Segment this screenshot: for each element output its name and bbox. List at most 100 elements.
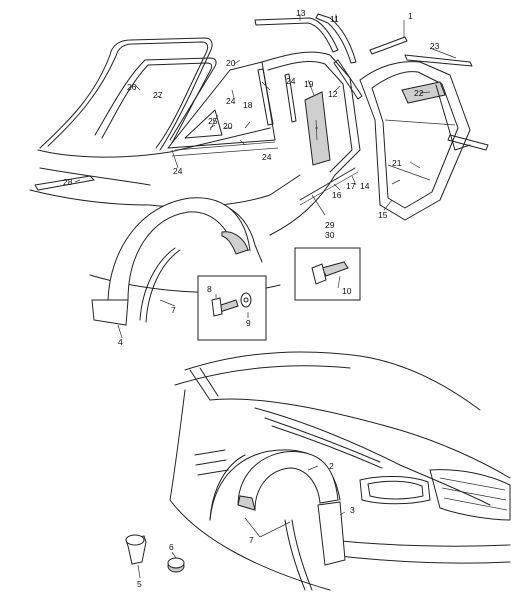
callout-15: 15	[378, 210, 388, 220]
front-arch-trim-7a	[209, 454, 246, 521]
front-arch-trim-7c	[291, 519, 313, 591]
body-side-lower	[29, 189, 151, 206]
door-trim-21	[387, 164, 431, 181]
front-arch-trim-7b	[284, 519, 306, 591]
b-post-panel	[304, 91, 331, 166]
callout-7-upper: 7	[171, 305, 176, 315]
b-post-detail	[315, 119, 318, 141]
tail-trim-28	[34, 175, 95, 191]
door-waist-trim	[384, 119, 456, 126]
rear-screen-trim-27	[101, 62, 213, 144]
a-pillar	[189, 367, 219, 401]
quarter-trim-24	[171, 147, 279, 157]
callout-5: 5	[137, 579, 142, 589]
screw-10-head	[311, 263, 327, 285]
callout-24-c: 24	[262, 152, 272, 162]
door-frame-outer	[359, 61, 471, 221]
door-drip-trim	[447, 134, 489, 151]
callout-17: 17	[346, 181, 356, 191]
rear-deck-line	[37, 127, 271, 158]
callout-4: 4	[118, 337, 123, 347]
callout-12: 12	[328, 89, 338, 99]
roof-outline-inner	[47, 41, 209, 149]
front-arch-liner-2	[237, 451, 339, 511]
door-aperture	[261, 51, 361, 236]
roof-trim-11	[315, 13, 357, 64]
callout-19: 19	[304, 79, 314, 89]
front-bumper	[329, 539, 511, 564]
door-window-channel	[435, 84, 471, 151]
bonnet-vent	[264, 417, 381, 463]
callout-20-lower: 20	[223, 121, 233, 131]
callout-labels: 1 2 3 4 5 6 7 7 8 9 10 11 12 13 14 15 16…	[63, 8, 440, 589]
callout-25: 25	[208, 116, 218, 126]
callout-24-a: 24	[226, 96, 236, 106]
callout-27: 27	[153, 90, 163, 100]
pillar-trim-19	[284, 73, 297, 123]
callout-1: 1	[408, 11, 413, 21]
windscreen-line-2	[174, 365, 351, 386]
callout-7-lower: 7	[249, 535, 254, 545]
callout-13: 13	[296, 8, 306, 18]
callout-23: 23	[430, 41, 440, 51]
headlamp-inner	[367, 480, 424, 500]
screw-8-head	[211, 297, 223, 317]
pillar-trim-18	[257, 68, 274, 126]
arch-trim-7-upper	[139, 247, 176, 321]
front-body-side	[169, 389, 186, 501]
box-10-leader	[337, 275, 341, 289]
bonnet-outline	[209, 398, 511, 479]
bonnet-centre	[254, 407, 491, 506]
callout-24-d: 24	[173, 166, 183, 176]
callout-6: 6	[169, 542, 174, 552]
quarter-trim-20	[174, 141, 276, 151]
washer-9-hole	[243, 297, 249, 303]
callout-8: 8	[207, 284, 212, 294]
door-outer-trim-23	[404, 54, 473, 67]
lower-sill	[169, 499, 331, 591]
callout-30: 30	[325, 230, 335, 240]
sill-trim	[299, 167, 356, 201]
arch-trim-7-upper-b	[145, 249, 181, 323]
callout-26: 26	[127, 82, 137, 92]
headlamp	[359, 475, 431, 505]
clip-5-head	[125, 534, 145, 546]
arch-liner-4	[107, 197, 251, 301]
door-frame-inner	[371, 71, 459, 209]
door-aperture-inner	[267, 61, 353, 173]
box-8-9-leaders	[215, 294, 249, 318]
callout-10: 10	[342, 286, 352, 296]
callout-29: 29	[325, 220, 335, 230]
wing-vents	[194, 449, 229, 476]
callout-2: 2	[329, 461, 334, 471]
roof-outline	[39, 37, 213, 151]
windscreen-line	[184, 351, 481, 411]
callout-3: 3	[350, 505, 355, 515]
callout-14: 14	[360, 181, 370, 191]
roof-trim-13	[254, 17, 339, 53]
rear-body-assembly	[29, 13, 489, 339]
rear-screen-trim-26	[94, 57, 217, 141]
front-arch-liner-2-inner	[237, 495, 256, 511]
callout-21: 21	[392, 158, 402, 168]
arch-liner-flap	[91, 299, 129, 326]
drip-trim-1	[369, 36, 408, 55]
quarter-glass-25	[184, 109, 223, 139]
callout-22: 22	[414, 88, 424, 98]
callout-24-b: 24	[286, 76, 296, 86]
b-post-trim-12	[333, 59, 363, 100]
front-arch-liner-3	[317, 501, 346, 566]
leader-lines-upper	[74, 14, 457, 339]
callout-20-upper: 20	[226, 58, 236, 68]
grille-mesh	[439, 477, 508, 511]
callout-9: 9	[246, 318, 251, 328]
leader-lines-lower	[137, 465, 346, 579]
front-body-assembly	[125, 351, 511, 591]
sill-trim-inner	[299, 171, 359, 206]
callout-28: 28	[63, 177, 73, 187]
callout-11: 11	[330, 14, 339, 24]
bonnet-vent-2	[271, 425, 383, 469]
arch-liner-inner	[221, 231, 249, 255]
